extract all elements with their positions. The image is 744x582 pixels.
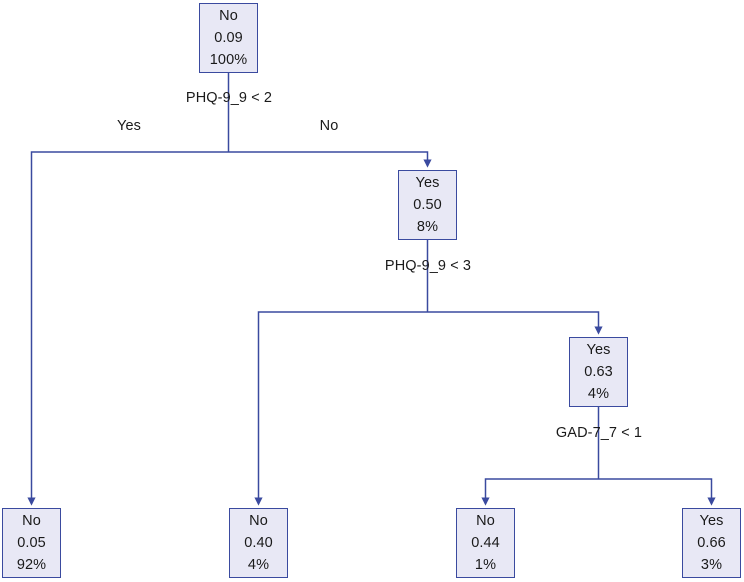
edge-root-to-leaf1 [27,151,229,506]
node-probability: 0.63 [584,363,613,380]
leaf-prediction: No [22,512,41,529]
node-prediction: Yes [415,174,440,191]
node-probability: 0.09 [214,29,243,46]
edge-label-no: No [319,118,339,134]
tree-node-gad-lt-1[interactable]: Yes 0.63 4% [569,337,628,407]
edge-root-to-node2 [228,151,432,168]
tree-leaf-1[interactable]: No 0.05 92% [2,508,61,578]
node-percentage: 100% [209,52,248,69]
split-condition-node3: GAD-7_7 < 1 [555,425,643,441]
node-probability: 0.50 [413,196,442,213]
edge-node3-to-leaf3 [481,478,599,506]
edge-node2-to-node3 [427,311,603,335]
leaf-percentage: 1% [474,557,497,574]
tree-leaf-4[interactable]: Yes 0.66 3% [682,508,741,578]
leaf-probability: 0.05 [17,534,46,551]
node-percentage: 8% [416,219,439,236]
leaf-prediction: Yes [699,512,724,529]
leaf-percentage: 3% [700,557,723,574]
edge-label-yes: Yes [117,118,141,134]
tree-node-root[interactable]: No 0.09 100% [199,3,258,73]
split-condition-node2: PHQ-9_9 < 3 [384,258,472,274]
leaf-probability: 0.44 [471,534,500,551]
node-prediction: No [219,7,238,24]
leaf-prediction: No [476,512,495,529]
split-condition-root: PHQ-9_9 < 2 [185,90,273,106]
tree-node-phq-lt-3[interactable]: Yes 0.50 8% [398,170,457,240]
leaf-probability: 0.66 [697,534,726,551]
tree-leaf-2[interactable]: No 0.40 4% [229,508,288,578]
leaf-prediction: No [249,512,268,529]
node-percentage: 4% [587,386,610,403]
edge-node3-to-leaf4 [598,478,716,506]
leaf-percentage: 4% [247,557,270,574]
leaf-probability: 0.40 [244,534,273,551]
edge-node2-to-leaf2 [254,311,428,506]
tree-leaf-3[interactable]: No 0.44 1% [456,508,515,578]
leaf-percentage: 92% [16,557,47,574]
node-prediction: Yes [586,341,611,358]
